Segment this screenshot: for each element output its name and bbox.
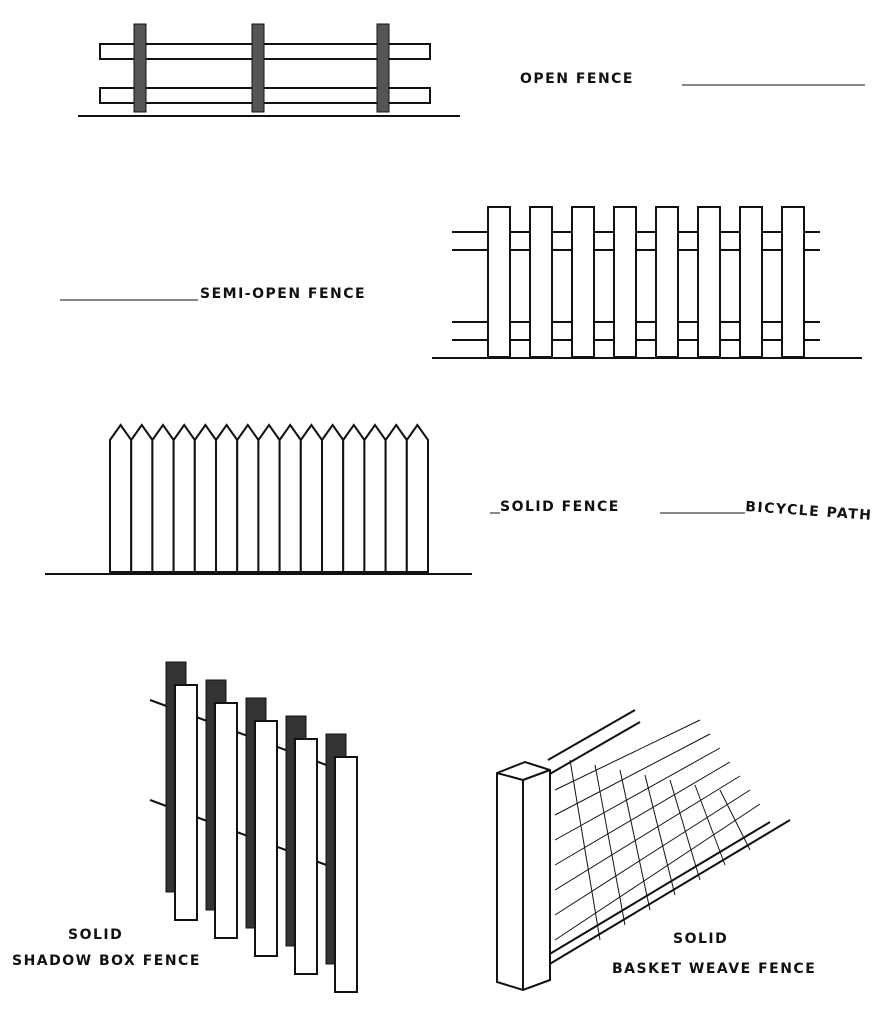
weave-strip [554,719,701,791]
picket [257,423,281,573]
picket [487,206,511,358]
picket [342,423,366,573]
weave-strip [694,784,726,866]
picket [321,423,345,573]
picket [109,423,133,573]
post [251,23,265,113]
front-board [174,684,198,921]
picket [781,206,805,358]
picket [739,206,763,358]
semi-open-fence-drawing [432,206,862,359]
weave-strip [569,759,601,941]
open-fence-drawing [78,23,460,117]
picket [405,423,429,573]
picket [172,423,196,573]
weave-strip [619,769,651,911]
weave-strip [554,747,721,841]
weave-strip [554,733,711,816]
bicycle-path-label: BICYCLE PATH [745,499,873,524]
weave-strip [554,775,741,891]
basket-weave-fence-drawing [496,709,791,992]
picket [613,206,637,358]
picket [236,423,260,573]
weave-strip [719,789,751,851]
weave-strip [644,774,676,896]
solid-fence-label: SOLID FENCE [500,499,620,515]
picket [299,423,323,573]
shadow-box-fence-drawing [149,661,358,993]
basket-weave-label-line1: SOLID [673,931,728,947]
picket [193,423,217,573]
shadow-box-label-line1: SOLID [68,927,123,943]
picket [215,423,239,573]
shadow-box-label-line2: SHADOW BOX FENCE [12,953,201,969]
picket [151,423,175,573]
semi-open-fence-label: SEMI-OPEN FENCE [200,286,366,302]
weave-strip [669,779,701,881]
picket [529,206,553,358]
post [376,23,390,113]
basket-weave-label-line2: BASKET WEAVE FENCE [612,961,816,977]
picket [278,423,302,573]
lower-rail [99,87,431,104]
front-board [214,702,238,939]
front-board [294,738,318,975]
post [133,23,147,113]
picket [384,423,408,573]
weave-strip [554,803,761,941]
picket [571,206,595,358]
upper-rail [99,43,431,60]
picket [697,206,721,358]
picket [363,423,387,573]
open-fence-label: OPEN FENCE [520,71,634,87]
solid-fence-drawing [45,423,472,575]
weave-strip [554,789,751,916]
front-board [254,720,278,957]
picket [130,423,154,573]
weave-strip [594,764,626,926]
front-board [334,756,358,993]
picket [655,206,679,358]
